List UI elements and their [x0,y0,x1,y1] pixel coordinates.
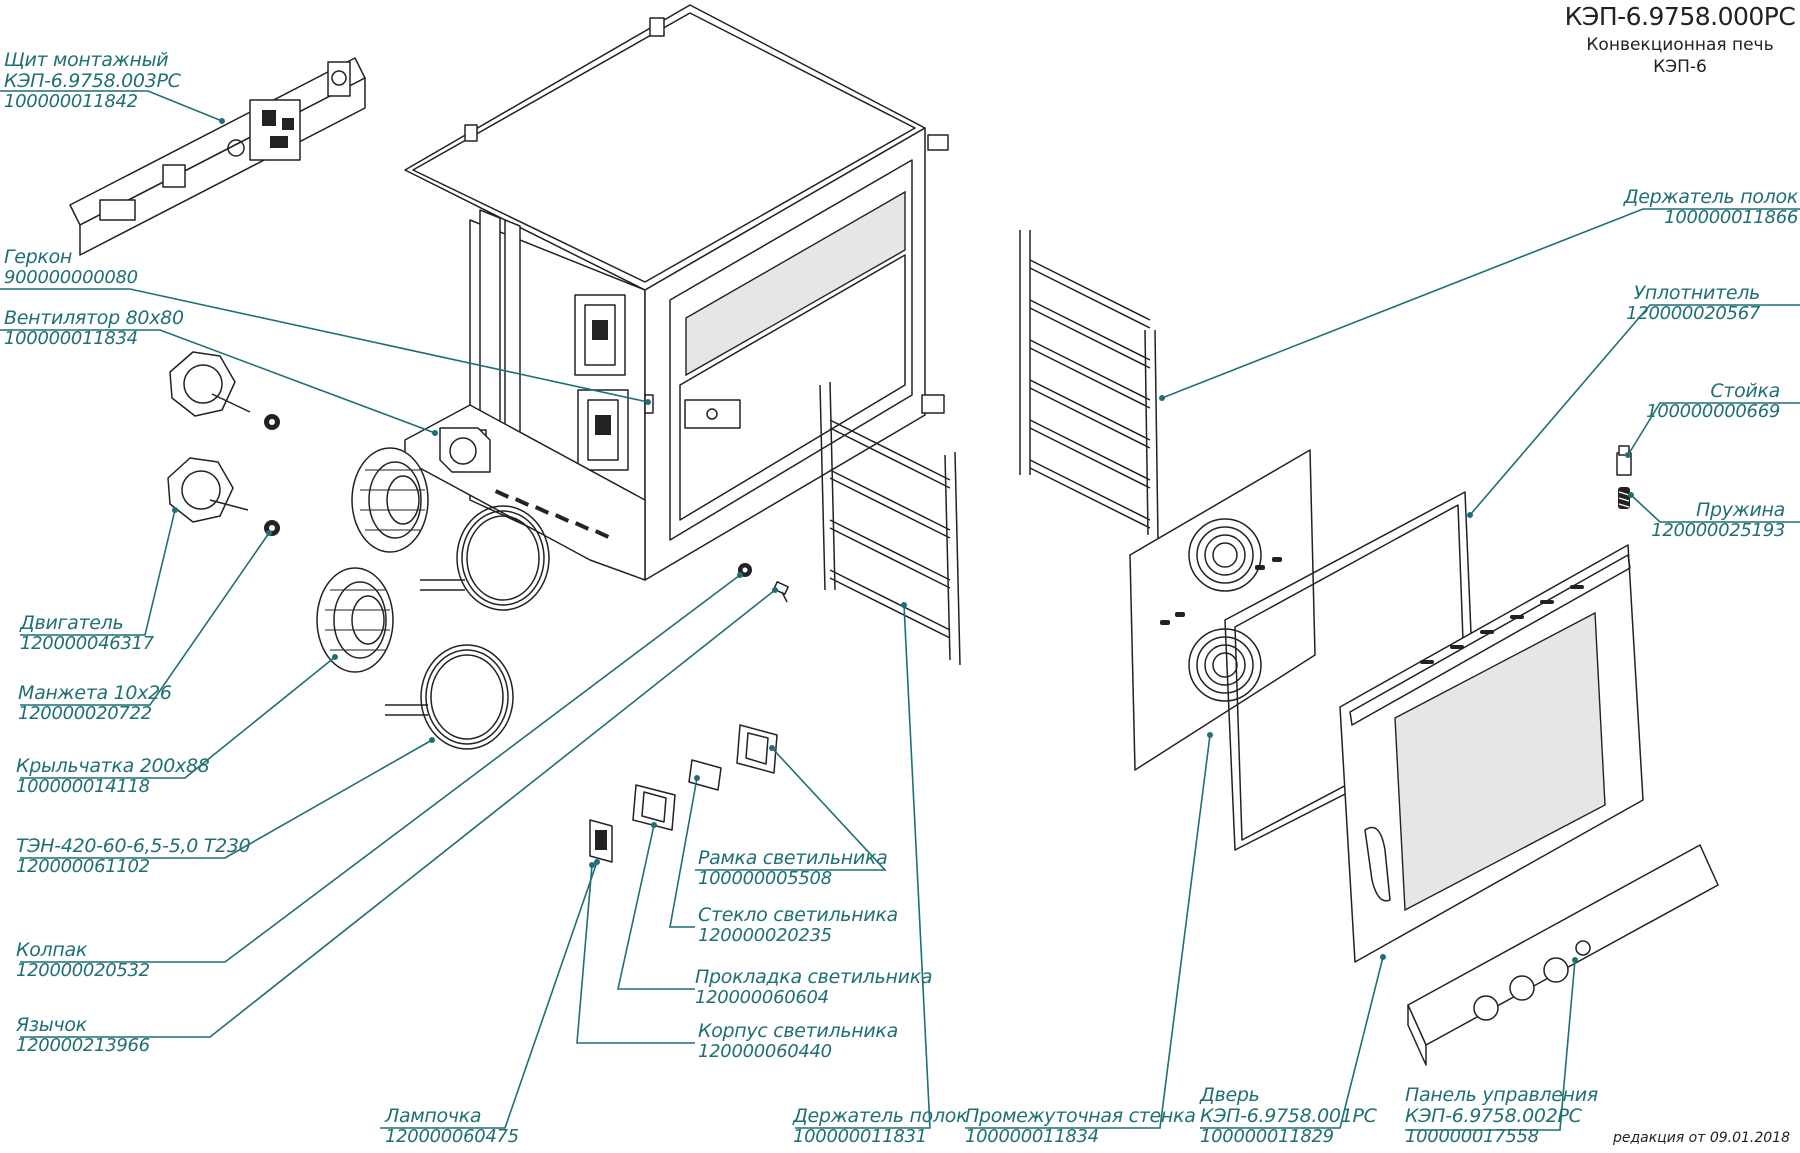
label-cuff: Манжета 10х26 120000020722 [18,682,172,724]
label-lamp: Лампочка 120000060475 [385,1105,519,1147]
label-intermediate-wall: Промежуточная стенка 100000011834 [965,1105,1196,1147]
label-shelf-holder-2: Держатель полок 100000011866 [1623,186,1799,228]
title-block: КЭП-6.9758.000РС Конвекционная печь КЭП-… [1560,2,1800,77]
impeller-parts [316,447,429,673]
motor-parts [167,351,280,536]
label-lamp-frame: Рамка светильника 100000005508 [698,847,888,889]
post-part [1616,445,1632,476]
label-lamp-gasket: Прокладка светильника 120000060604 [695,966,933,1008]
oven-body [404,4,949,581]
shelf-holder-1-part [819,381,961,666]
label-motor: Двигатель 120000046317 [20,612,154,654]
control-panel-part [1407,844,1719,1066]
label-impeller: Крыльчатка 200х88 100000014118 [16,755,210,797]
label-shelf-holder-1: Держатель полок 100000011831 [793,1105,968,1147]
spring-part [1618,487,1630,509]
label-seal: Уплотнитель 120000020567 [1626,282,1760,324]
label-reed-switch: Геркон 900000000080 [4,246,138,288]
lamp-assembly [589,724,778,863]
label-fan: Вентилятор 80х80 100000011834 [4,307,184,349]
label-spring: Пружина 120000025193 [1651,499,1785,541]
label-mounting-shield: Щит монтажный КЭП-6.9758.003РС 100000011… [4,49,181,113]
heater-parts [385,505,550,750]
door-part [1339,544,1644,963]
mounting-shield-part [69,57,366,256]
intermediate-wall-part [1129,449,1316,771]
drawing-title: Конвекционная печь [1586,35,1774,55]
label-heater: ТЭН-420-60-6,5-5,0 Т230 120000061102 [16,835,251,877]
tongue-part [773,581,789,603]
label-post: Стойка 100000000669 [1646,380,1780,422]
shelf-holder-2-part [1019,230,1159,541]
fan-80x80-part [439,427,491,473]
label-door: Дверь КЭП-6.9758.001РС 100000011829 [1200,1084,1377,1148]
leader-lines [0,90,1800,1131]
label-cap: Колпак 120000020532 [16,939,150,981]
label-lamp-glass: Стекло светильника 120000020235 [698,904,898,946]
revision-note: редакция от 09.01.2018 [1612,1130,1790,1146]
drawing-model: КЭП-6 [1653,57,1707,77]
drawing-code: КЭП-6.9758.000РС [1564,2,1796,31]
label-lamp-body: Корпус светильника 120000060440 [698,1020,898,1062]
label-tongue: Язычок 120000213966 [16,1014,150,1056]
label-control-panel: Панель управления КЭП-6.9758.002РС 10000… [1405,1084,1598,1148]
